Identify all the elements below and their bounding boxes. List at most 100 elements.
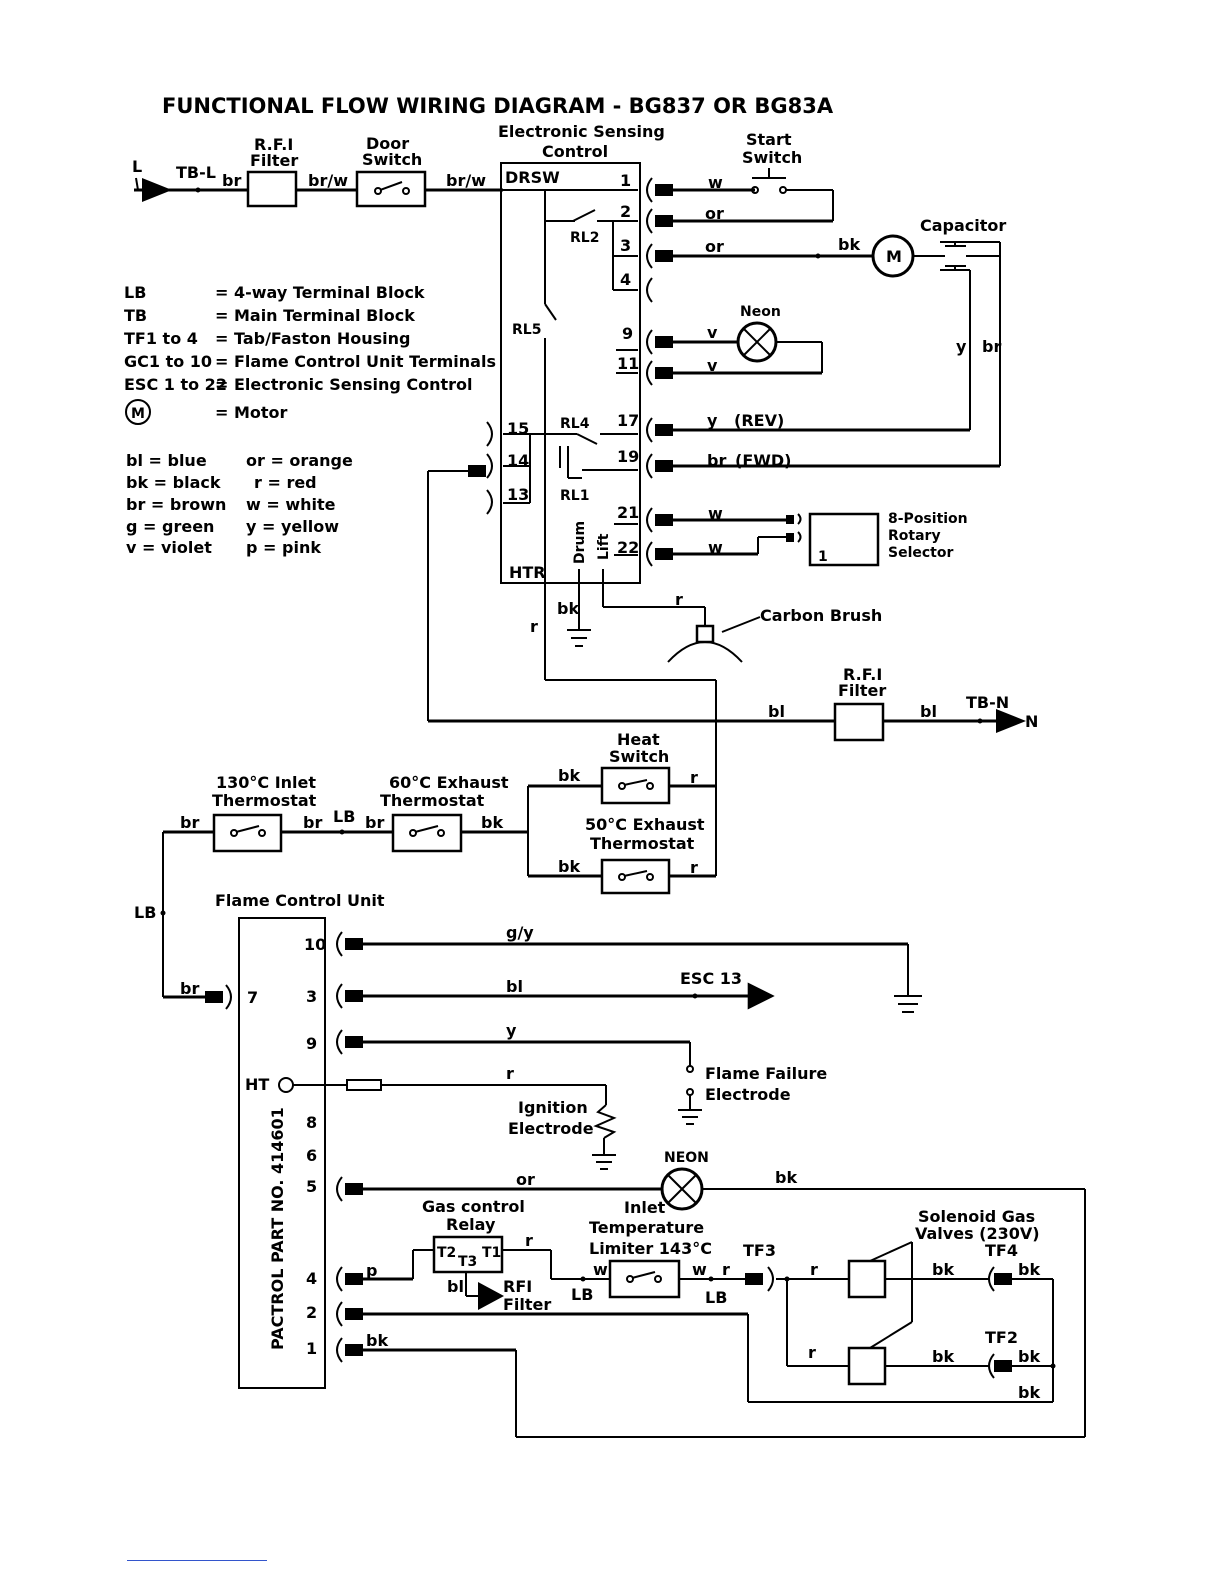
svg-text:3: 3 (620, 236, 631, 255)
svg-text:Door: Door (366, 134, 409, 153)
svg-text:60°C Exhaust: 60°C Exhaust (389, 773, 509, 792)
svg-text:17: 17 (617, 411, 639, 430)
colour-code: g = green (126, 517, 214, 536)
svg-text:r: r (690, 858, 698, 877)
svg-text:Start: Start (746, 130, 792, 149)
svg-text:Flame Control Unit: Flame Control Unit (215, 891, 385, 910)
legend-value: = Main Terminal Block (215, 306, 415, 325)
rfi-filter-2 (833, 702, 885, 742)
svg-text:19: 19 (617, 447, 639, 466)
svg-text:br: br (982, 337, 1001, 356)
svg-text:Heat: Heat (617, 730, 660, 749)
rotary-selector (808, 512, 880, 567)
svg-text:HTR: HTR (509, 563, 546, 582)
svg-text:v: v (707, 356, 718, 375)
svg-text:N: N (1025, 712, 1038, 731)
svg-text:r: r (525, 1231, 533, 1250)
svg-text:p: p (366, 1261, 377, 1280)
svg-text:w: w (692, 1260, 707, 1279)
svg-text:Electrode: Electrode (508, 1119, 594, 1138)
colour-code: or = orange (246, 451, 353, 470)
svg-text:bk: bk (1018, 1383, 1040, 1402)
svg-text:RFI: RFI (503, 1277, 532, 1296)
svg-text:T3: T3 (458, 1254, 477, 1270)
motor-icon (871, 234, 915, 278)
svg-text:Control: Control (542, 142, 608, 161)
colour-code: r = red (254, 473, 317, 492)
solenoid-valve-2 (847, 1346, 887, 1386)
svg-text:15: 15 (507, 419, 529, 438)
svg-text:bl: bl (920, 702, 937, 721)
door-switch (355, 170, 427, 208)
svg-text:Switch: Switch (742, 148, 802, 167)
svg-text:R.F.I: R.F.I (254, 135, 293, 154)
colour-code: bl = blue (126, 451, 207, 470)
svg-text:r: r (690, 768, 698, 787)
svg-text:LB: LB (134, 903, 156, 922)
wire-label: br (222, 171, 241, 190)
svg-text:Relay: Relay (446, 1215, 496, 1234)
svg-text:w: w (593, 1260, 608, 1279)
svg-text:DRSW: DRSW (505, 168, 560, 187)
electronic-sensing-control: Electronic Sensing Control DRSW HTR RL2 … (498, 122, 665, 680)
colour-code: bk = black (126, 473, 221, 492)
svg-text:13: 13 (507, 485, 529, 504)
svg-text:LB: LB (333, 807, 355, 826)
svg-text:Capacitor: Capacitor (920, 216, 1006, 235)
colour-code: y = yellow (246, 517, 339, 536)
svg-text:NEON: NEON (664, 1150, 709, 1166)
svg-text:RL1: RL1 (560, 488, 589, 504)
svg-text:R.F.I: R.F.I (843, 665, 882, 684)
legend-value: = Motor (215, 403, 288, 422)
svg-text:br: br (365, 813, 384, 832)
svg-text:PACTROL PART NO. 414601: PACTROL PART NO. 414601 (268, 1107, 287, 1350)
svg-text:r: r (506, 1064, 514, 1083)
legend-key: ESC 1 to 22 (124, 375, 227, 394)
svg-text:br: br (707, 451, 726, 470)
legend-value: = Electronic Sensing Control (215, 375, 473, 394)
svg-text:1: 1 (620, 171, 631, 190)
supply-line-L: L TB-L br R.F.I Filter br/w Door Switch … (132, 134, 503, 208)
svg-text:LB: LB (705, 1288, 727, 1307)
svg-text:br: br (180, 979, 199, 998)
svg-text:TB-N: TB-N (966, 693, 1009, 712)
svg-text:bk: bk (557, 599, 579, 618)
svg-text:r: r (810, 1260, 818, 1279)
svg-text:bk: bk (932, 1347, 954, 1366)
svg-text:1: 1 (818, 549, 828, 565)
svg-text:Neon: Neon (740, 304, 781, 320)
label-L: L (132, 157, 142, 176)
svg-text:M: M (886, 247, 902, 266)
svg-text:50°C Exhaust: 50°C Exhaust (585, 815, 705, 834)
svg-text:Temperature: Temperature (589, 1218, 704, 1237)
legend-key: TF1 to 4 (124, 329, 198, 348)
svg-text:Valves (230V): Valves (230V) (915, 1224, 1040, 1243)
svg-text:bl: bl (506, 977, 523, 996)
colour-code: v = violet (126, 538, 212, 557)
colour-code: w = white (246, 495, 336, 514)
svg-text:bk: bk (775, 1168, 797, 1187)
svg-text:br: br (180, 813, 199, 832)
svg-text:w: w (708, 538, 723, 557)
svg-text:bk: bk (481, 813, 503, 832)
label-tb-l: TB-L (176, 163, 216, 182)
svg-text:1: 1 (306, 1339, 317, 1358)
svg-text:TF4: TF4 (985, 1241, 1018, 1260)
svg-text:y: y (707, 411, 718, 430)
svg-text:bk: bk (1018, 1347, 1040, 1366)
svg-text:8: 8 (306, 1113, 317, 1132)
svg-text:RL5: RL5 (512, 322, 541, 338)
svg-text:Switch: Switch (362, 150, 422, 169)
svg-text:Thermostat: Thermostat (380, 791, 485, 810)
svg-text:Carbon Brush: Carbon Brush (760, 606, 882, 625)
legend-value: = 4-way Terminal Block (215, 283, 425, 302)
rfi-filter-1 (246, 170, 298, 208)
svg-text:Drum: Drum (572, 521, 588, 564)
svg-text:3: 3 (306, 987, 317, 1006)
fcu-wiring: g/y bl ESC 13 y Flame Failure Electrode … (293, 923, 1086, 1438)
rfi-arrow-icon (478, 1282, 504, 1310)
svg-text:Electronic Sensing: Electronic Sensing (498, 122, 665, 141)
svg-text:4: 4 (620, 270, 631, 289)
svg-text:bk: bk (1018, 1260, 1040, 1279)
svg-text:TF2: TF2 (985, 1328, 1018, 1347)
